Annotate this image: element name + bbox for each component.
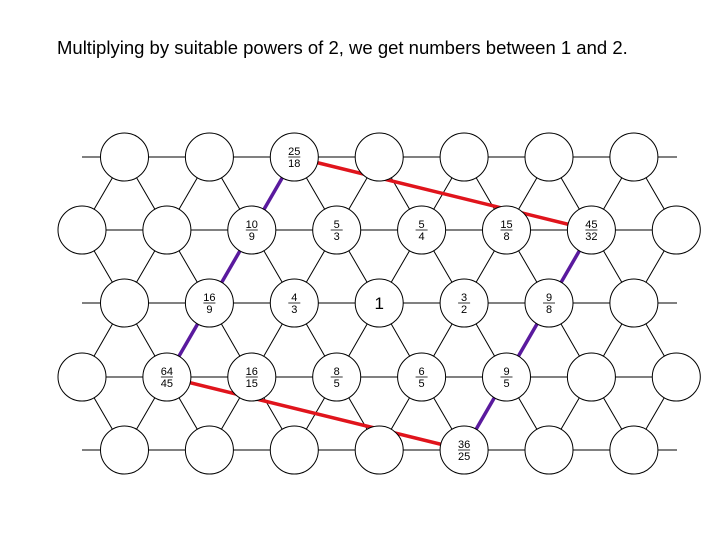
node-circle: [609, 278, 659, 328]
lattice-node: [354, 132, 404, 182]
node-circle: [439, 132, 489, 182]
lattice-node: 1: [354, 278, 404, 328]
node-circle: [100, 278, 149, 328]
fraction-numerator: 9: [503, 366, 509, 378]
lattice-node: [354, 425, 404, 475]
lattice-node: 54: [397, 205, 447, 255]
fraction-numerator: 5: [334, 219, 340, 231]
fraction-denominator: 5: [334, 378, 340, 390]
node-circle: [57, 205, 107, 255]
lattice-node: 43: [269, 278, 319, 328]
lattice-node: [609, 132, 659, 182]
lattice-node: 85: [312, 352, 362, 402]
node-circle: [354, 132, 404, 182]
lattice-node: 158: [482, 205, 531, 255]
fraction-denominator: 3: [334, 231, 340, 243]
node-circle: [524, 425, 574, 475]
node-circle: [57, 352, 107, 402]
red-path-line: [166, 375, 465, 452]
node-circle: [524, 132, 574, 182]
lattice-node: [100, 425, 149, 475]
fraction-numerator: 36: [458, 439, 470, 451]
fraction-numerator: 3: [461, 292, 467, 304]
lattice-node: [100, 278, 149, 328]
fraction-numerator: 15: [500, 219, 512, 231]
fraction-numerator: 4: [291, 292, 297, 304]
purple-path-line: [165, 156, 296, 378]
node-circle: [651, 205, 701, 255]
lattice-node: 98: [524, 278, 574, 328]
fraction-numerator: 25: [288, 146, 300, 158]
node-circle: [184, 132, 234, 182]
lattice-node: [142, 205, 192, 255]
node-label: 1: [374, 294, 383, 313]
fraction-denominator: 3: [291, 304, 297, 316]
highlighted-paths: [165, 155, 593, 452]
lattice-node: 32: [439, 278, 489, 328]
node-circle: [184, 425, 234, 475]
slide-title: Multiplying by suitable powers of 2, we …: [57, 37, 628, 58]
fraction-denominator: 8: [503, 231, 509, 243]
node-circle: [142, 205, 192, 255]
lattice-node: [524, 425, 574, 475]
lattice-node: 65: [397, 352, 447, 402]
node-circle: [100, 425, 149, 475]
lattice-node: [651, 352, 701, 402]
lattice-node: 53: [312, 205, 362, 255]
lattice-node: [57, 205, 107, 255]
fraction-denominator: 8: [546, 304, 552, 316]
node-circle: [609, 425, 659, 475]
fraction-denominator: 5: [419, 378, 425, 390]
fraction-numerator: 64: [161, 366, 173, 378]
lattice-node: [269, 425, 319, 475]
fraction-numerator: 45: [585, 219, 597, 231]
fraction-numerator: 9: [546, 292, 552, 304]
node-circle: [354, 425, 404, 475]
node-circle: [354, 278, 404, 328]
lattice-node: [100, 132, 149, 182]
fraction-numerator: 8: [334, 366, 340, 378]
lattice-node: [184, 425, 234, 475]
fraction-denominator: 2: [461, 304, 467, 316]
fraction-denominator: 4: [419, 231, 425, 243]
lattice-node: [609, 425, 659, 475]
node-circle: [566, 352, 616, 402]
fraction-denominator: 15: [246, 378, 258, 390]
fraction-denominator: 5: [503, 378, 509, 390]
node-circle: [609, 132, 659, 182]
fraction-numerator: 16: [203, 292, 215, 304]
fraction-denominator: 45: [161, 378, 173, 390]
purple-path-line: [462, 229, 593, 451]
lattice-node: 95: [482, 352, 531, 402]
lattice-node: [524, 132, 574, 182]
node-circle: [269, 425, 319, 475]
lattice-node: [184, 132, 234, 182]
lattice-node: 169: [184, 278, 234, 328]
lattice-node: 109: [227, 205, 277, 255]
lattice-node: [651, 205, 701, 255]
fraction-numerator: 10: [246, 219, 258, 231]
fraction-denominator: 9: [206, 304, 212, 316]
fraction-numerator: 16: [246, 366, 258, 378]
fraction-numerator: 6: [419, 366, 425, 378]
lattice-node: [566, 352, 616, 402]
node-circle: [651, 352, 701, 402]
node-circle: [100, 132, 149, 182]
fraction-numerator: 5: [419, 219, 425, 231]
fraction-denominator: 18: [288, 158, 300, 170]
red-path-line: [293, 155, 592, 232]
fraction-denominator: 32: [585, 231, 597, 243]
lattice-node: [57, 352, 107, 402]
lattice-node: [609, 278, 659, 328]
lattice-node: [439, 132, 489, 182]
fraction-denominator: 25: [458, 451, 470, 463]
fraction-denominator: 9: [249, 231, 255, 243]
